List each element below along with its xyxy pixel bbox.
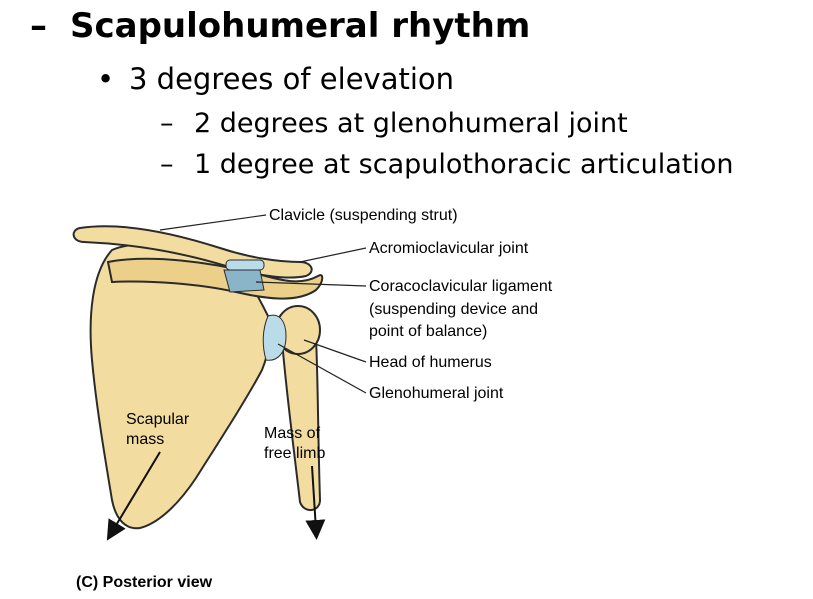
- scapular-mass-line1: Scapular: [126, 411, 190, 428]
- sub-bullet-text: 1 degree at scapulothoracic articulation: [194, 149, 734, 180]
- dash-marker: –: [160, 149, 174, 180]
- heading-scapulohumeral-rhythm: –Scapulohumeral rhythm: [30, 6, 530, 46]
- coracoclavicular-ligament-shape: [223, 269, 265, 293]
- label-glenohumeral-joint: Glenohumeral joint: [369, 385, 504, 402]
- sub-bullet-glenohumeral: –2 degrees at glenohumeral joint: [160, 108, 628, 139]
- heading-text: Scapulohumeral rhythm: [70, 6, 531, 46]
- label-coracoclavicular-ligament: Coracoclavicular ligament: [369, 278, 553, 295]
- bullet-elevation: • 3 degrees of elevation: [97, 62, 454, 96]
- scapular-mass-label: Scapular mass: [126, 410, 189, 450]
- figure-caption: (C) Posterior view: [76, 574, 213, 591]
- acromioclavicular-leader-line: [299, 247, 367, 263]
- label-head-of-humerus: Head of humerus: [369, 354, 492, 371]
- dash-marker: –: [160, 108, 174, 139]
- glenohumeral-leader-line: [277, 343, 367, 394]
- coracoclavicular-leader-line: [255, 281, 367, 287]
- sub-bullet-text: 2 degrees at glenohumeral joint: [194, 108, 628, 139]
- label-acromioclavicular-joint: Acromioclavicular joint: [369, 240, 529, 257]
- clavicle-leader-line: [159, 214, 267, 231]
- free-limb-mass-line2: free limb: [264, 445, 326, 462]
- bullet-marker: •: [97, 62, 115, 96]
- scapular-mass-line2: mass: [126, 431, 165, 448]
- free-limb-mass-line1: Mass of: [264, 425, 321, 442]
- bullet-text: 3 degrees of elevation: [129, 62, 455, 96]
- label-coracoclavicular-line2: (suspending device and: [369, 301, 539, 318]
- head-humerus-leader-line: [303, 339, 367, 363]
- sub-bullet-scapulothoracic: –1 degree at scapulothoracic articulatio…: [160, 149, 734, 180]
- acromioclavicular-joint-shape: [225, 259, 265, 271]
- scapular-spine-shape: [106, 257, 324, 300]
- free-limb-mass-label: Mass of free limb: [264, 424, 325, 464]
- dash-marker: –: [30, 6, 47, 46]
- glenohumeral-joint-shape: [262, 314, 287, 361]
- label-coracoclavicular-line3: point of balance): [369, 323, 488, 340]
- free-limb-mass-arrow: [305, 465, 326, 540]
- scapular-mass-arrow: [106, 451, 161, 541]
- label-clavicle: Clavicle (suspending strut): [269, 207, 458, 224]
